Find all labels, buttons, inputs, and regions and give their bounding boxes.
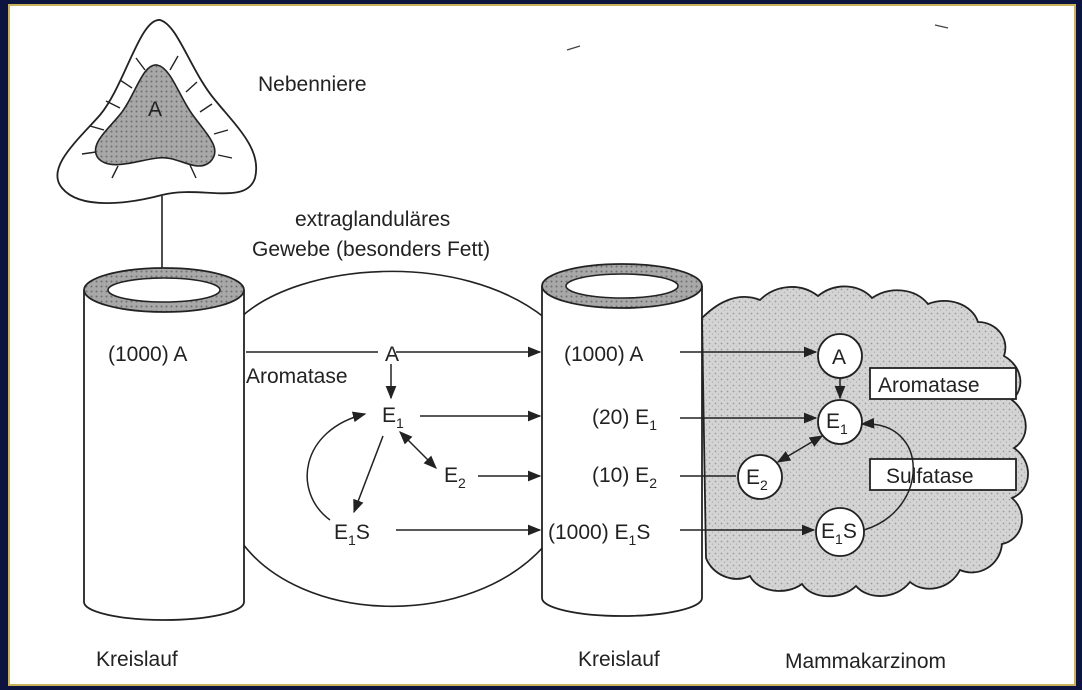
scan-marks (567, 25, 948, 50)
right-vessel-label: Kreislauf (578, 648, 660, 671)
adrenal-androstenedione-label: A (148, 98, 162, 121)
tissue-estrone: E1 (382, 404, 404, 431)
adrenal-label: Nebenniere (258, 73, 367, 96)
carcinoma-label: Mammakarzinom (785, 650, 946, 673)
tissue-label-line2: Gewebe (besonders Fett) (252, 238, 490, 261)
tumor-androstenedione: A (832, 346, 846, 369)
vessel-estradiol-10: (10) E2 (592, 464, 657, 491)
left-vessel-label: Kreislauf (96, 648, 178, 671)
left-androstenedione-1000: (1000) A (108, 343, 187, 366)
vessel-estrone-20: (20) E1 (592, 406, 657, 433)
tissue-aromatase-label: Aromatase (246, 365, 348, 388)
tissue-estradiol: E2 (444, 464, 466, 491)
tissue-label-line1: extraglanduläres (295, 208, 450, 231)
tissue-estrone-sulfate: E1S (334, 521, 370, 548)
tumor-aromatase-box: Aromatase (878, 374, 980, 397)
extraglandular-tissue (240, 271, 545, 606)
mammary-carcinoma-region (702, 286, 1028, 596)
adrenal-gland (57, 20, 256, 268)
vessel-androstenedione-1000: (1000) A (564, 343, 643, 366)
tissue-androstenedione: A (385, 343, 399, 366)
left-circulation-vessel (84, 268, 244, 620)
tumor-sulfatase-box: Sulfatase (886, 465, 974, 488)
right-circulation-vessel (542, 264, 702, 616)
